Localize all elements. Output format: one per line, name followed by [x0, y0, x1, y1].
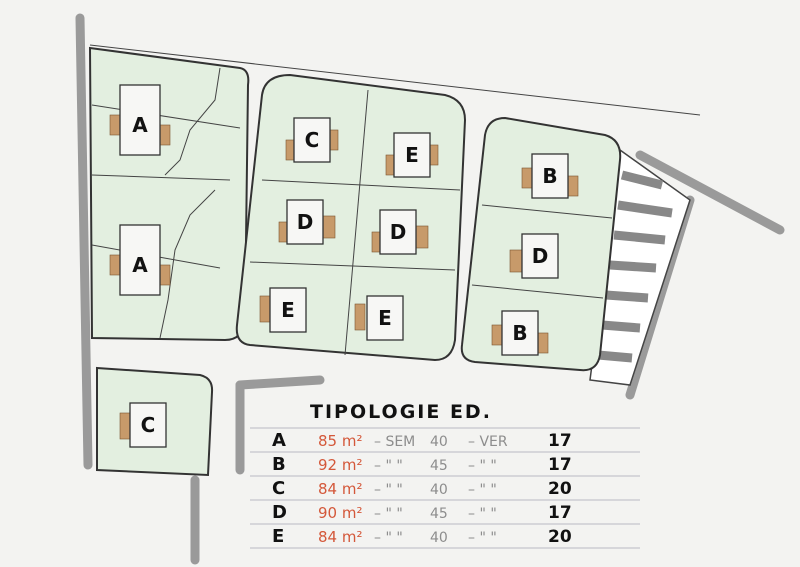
- legend-area: 92 m²: [318, 456, 362, 474]
- legend-ver: 17: [548, 431, 572, 451]
- legend-row: C 84 m² – " " 40 – " " 20: [272, 478, 572, 499]
- legend-sem-label: – " ": [374, 506, 403, 522]
- building-label: E: [405, 143, 419, 167]
- building-label: D: [532, 244, 549, 268]
- building-label: A: [132, 113, 148, 137]
- building-label: D: [297, 210, 314, 234]
- legend-ver: 17: [548, 455, 572, 475]
- building-label: A: [132, 253, 148, 277]
- building-labels: A A C E D D E E B D B C: [132, 113, 557, 437]
- legend-ver-label: – " ": [468, 506, 497, 522]
- legend-sem-label: – " ": [374, 458, 403, 474]
- left-block: [88, 46, 250, 342]
- legend-type: B: [272, 454, 286, 475]
- building-label: E: [281, 298, 295, 322]
- legend-type: E: [272, 526, 284, 547]
- building-label: C: [305, 128, 320, 152]
- building-label: E: [378, 306, 392, 330]
- legend-type: D: [272, 502, 287, 523]
- legend-ver: 20: [548, 527, 572, 547]
- legend-ver-label: – " ": [468, 458, 497, 474]
- legend-row: D 90 m² – " " 45 – " " 17: [272, 502, 572, 523]
- legend-sem-label: – " ": [374, 530, 403, 546]
- legend-title: TIPOLOGIE ED.: [310, 401, 492, 423]
- legend-type: C: [272, 478, 285, 499]
- legend-sem: 45: [430, 458, 448, 474]
- legend-sem-label: – SEM: [374, 434, 415, 450]
- legend-area: 85 m²: [318, 432, 362, 450]
- legend-row: B 92 m² – " " 45 – " " 17: [272, 454, 572, 475]
- building-label: D: [390, 220, 407, 244]
- legend-ver: 20: [548, 479, 572, 499]
- legend-sem: 40: [430, 434, 448, 450]
- legend-ver: 17: [548, 503, 572, 523]
- legend-area: 90 m²: [318, 504, 362, 522]
- legend-type: A: [272, 430, 286, 451]
- legend-sem: 40: [430, 530, 448, 546]
- buildings: [109, 84, 579, 448]
- building-label: C: [141, 413, 156, 437]
- legend-ver-label: – VER: [468, 434, 508, 450]
- paper-rules: [89, 44, 701, 549]
- legend-area: 84 m²: [318, 480, 362, 498]
- legend-ver-label: – " ": [468, 530, 497, 546]
- legend-row: E 84 m² – " " 40 – " " 20: [272, 526, 572, 547]
- building-label: B: [512, 321, 527, 345]
- legend-ver-label: – " ": [468, 482, 497, 498]
- building-label: B: [542, 164, 557, 188]
- legend-area: 84 m²: [318, 528, 362, 546]
- legend-sem: 45: [430, 506, 448, 522]
- legend-row: A 85 m² – SEM 40 – VER 17: [272, 430, 572, 451]
- legend-sem: 40: [430, 482, 448, 498]
- legend-sem-label: – " ": [374, 482, 403, 498]
